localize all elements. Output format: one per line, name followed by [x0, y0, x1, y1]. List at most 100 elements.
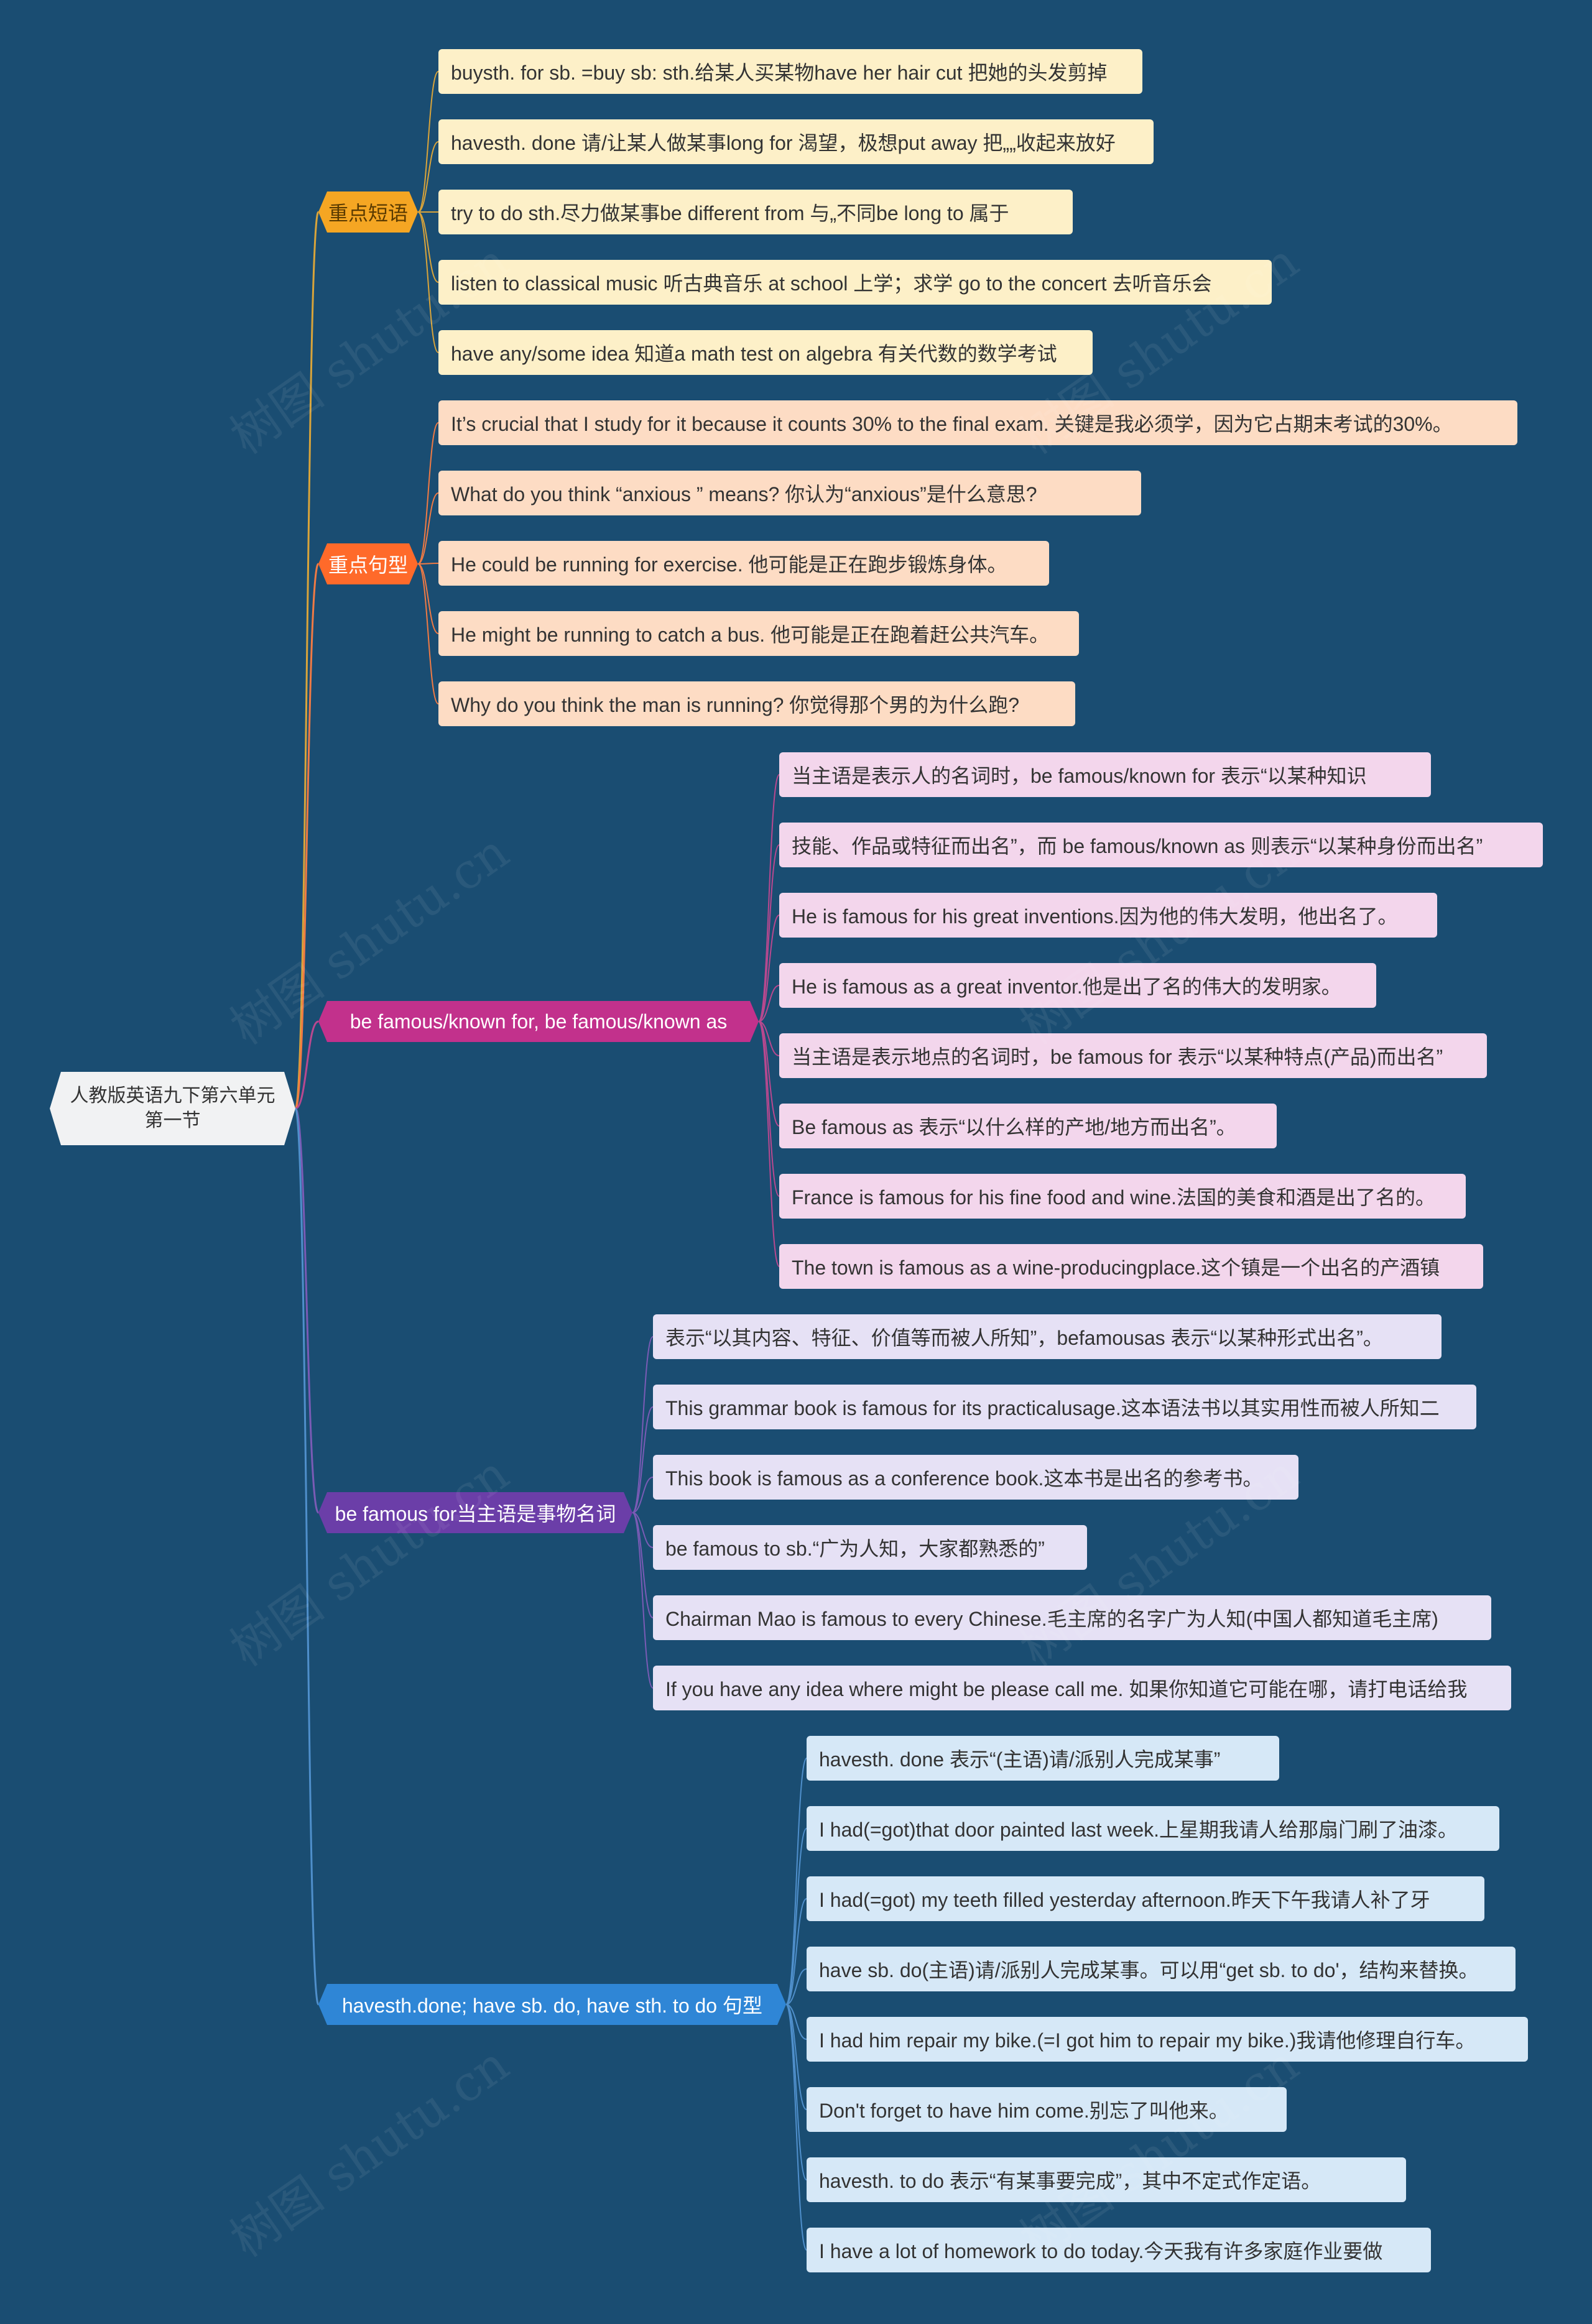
branch-label: be famous/known for, be famous/known as	[349, 1010, 728, 1033]
list-item[interactable]: have any/some idea 知道a math test on alge…	[438, 330, 1093, 375]
item-text: I had him repair my bike.(=I got him to …	[819, 2029, 1476, 2052]
item-text: I have a lot of homework to do today.今天我…	[819, 2240, 1383, 2262]
item-text: have sb. do(主语)请/派别人完成某事。可以用“get sb. to …	[819, 1959, 1479, 1981]
branch-famous-known[interactable]: be famous/known for, be famous/known as	[318, 1001, 759, 1042]
item-text: try to do sth.尽力做某事be different from 与„不…	[451, 202, 1009, 224]
branch-have-sth-done[interactable]: havesth.done; have sb. do, have sth. to …	[318, 1984, 786, 2025]
list-item[interactable]: try to do sth.尽力做某事be different from 与„不…	[438, 190, 1073, 234]
list-item[interactable]: He is famous for his great inventions.因为…	[779, 893, 1437, 938]
list-item[interactable]: Chairman Mao is famous to every Chinese.…	[653, 1595, 1491, 1640]
list-item[interactable]: 表示“以其内容、特征、价值等而被人所知”，befamousas 表示“以某种形式…	[653, 1314, 1442, 1359]
item-text: What do you think “anxious ” means? 你认为“…	[451, 483, 1037, 505]
list-item[interactable]: I have a lot of homework to do today.今天我…	[807, 2228, 1431, 2272]
leaf-connector	[632, 1477, 654, 1513]
branch-label: be famous for当主语是事物名词	[335, 1503, 616, 1525]
leaf-connector	[417, 141, 439, 213]
item-text: He might be running to catch a bus. 他可能是…	[451, 624, 1050, 646]
leaf-connector	[417, 563, 439, 704]
leaf-connector	[758, 1021, 780, 1127]
branch-connector	[295, 1020, 319, 1110]
list-item[interactable]: I had him repair my bike.(=I got him to …	[807, 2017, 1528, 2062]
list-item[interactable]: havesth. done 表示“(主语)请/派别人完成某事”	[807, 1736, 1279, 1781]
list-item[interactable]: He might be running to catch a bus. 他可能是…	[438, 611, 1079, 656]
root-node[interactable]: 人教版英语九下第六单元第一节	[50, 1072, 295, 1145]
leaf-connector	[758, 1021, 780, 1267]
item-text: Why do you think the man is running? 你觉得…	[451, 694, 1020, 716]
leaf-connector	[632, 1512, 654, 1689]
list-item[interactable]: 当主语是表示地点的名词时，be famous for 表示“以某种特点(产品)而…	[779, 1033, 1487, 1078]
list-item[interactable]: have sb. do(主语)请/派别人完成某事。可以用“get sb. to …	[807, 1947, 1516, 1991]
list-item[interactable]: I had(=got)that door painted last week.上…	[807, 1806, 1499, 1851]
list-item[interactable]: be famous to sb.“广为人知，大家都熟悉的”	[653, 1525, 1087, 1570]
list-item[interactable]: The town is famous as a wine-producingpl…	[779, 1244, 1483, 1289]
leaf-connector	[758, 844, 780, 1022]
list-item[interactable]: This book is famous as a conference book…	[653, 1455, 1298, 1500]
list-item[interactable]: 当主语是表示人的名词时，be famous/known for 表示“以某种知识	[779, 752, 1431, 797]
leaf-connector	[758, 1021, 780, 1056]
leaf-connector	[785, 1898, 807, 2005]
item-text: listen to classical music 听古典音乐 at schoo…	[451, 272, 1212, 295]
branch-key-sentences[interactable]: 重点句型	[318, 543, 418, 584]
list-item[interactable]: If you have any idea where might be plea…	[653, 1666, 1511, 1710]
branch-connector	[294, 211, 320, 1110]
list-item[interactable]: Be famous as 表示“以什么样的产地/地方而出名”。	[779, 1104, 1277, 1148]
branch-label: havesth.done; have sb. do, have sth. to …	[342, 1994, 762, 2017]
list-item[interactable]: listen to classical music 听古典音乐 at schoo…	[438, 260, 1272, 305]
item-text: Chairman Mao is famous to every Chinese.…	[665, 1608, 1438, 1630]
list-item[interactable]: This grammar book is famous for its prac…	[653, 1385, 1476, 1429]
list-item[interactable]: What do you think “anxious ” means? 你认为“…	[438, 471, 1141, 515]
list-item[interactable]: havesth. to do 表示“有某事要完成”，其中不定式作定语。	[807, 2157, 1406, 2202]
list-item[interactable]: 技能、作品或特征而出名”，而 be famous/known as 则表示“以某…	[779, 823, 1543, 867]
list-item[interactable]: I had(=got) my teeth filled yesterday af…	[807, 1876, 1484, 1921]
branch-label: 重点短语	[328, 202, 409, 224]
item-text: Don't forget to have him come.别忘了叫他来。	[819, 2100, 1229, 2122]
item-text: It’s crucial that I study for it because…	[451, 413, 1453, 435]
leaf-connector	[758, 1021, 780, 1197]
item-text: havesth. done 表示“(主语)请/派别人完成某事”	[819, 1748, 1221, 1771]
item-text: If you have any idea where might be plea…	[665, 1678, 1468, 1700]
branch-label: 重点句型	[328, 554, 409, 576]
list-item[interactable]: France is famous for his fine food and w…	[779, 1174, 1466, 1219]
item-text: The town is famous as a wine-producingpl…	[792, 1257, 1440, 1279]
list-item[interactable]: He could be running for exercise. 他可能是正在…	[438, 541, 1049, 586]
list-item[interactable]: buysth. for sb. =buy sb: sth.给某人买某物have …	[438, 49, 1142, 94]
list-item[interactable]: It’s crucial that I study for it because…	[438, 400, 1517, 445]
item-text: I had(=got) my teeth filled yesterday af…	[819, 1889, 1430, 1911]
item-text: France is famous for his fine food and w…	[792, 1186, 1435, 1209]
leaf-connector	[785, 2004, 807, 2251]
item-text: He is famous for his great inventions.因为…	[792, 905, 1398, 928]
leaf-connector	[417, 211, 439, 283]
leaf-connector	[417, 492, 439, 565]
item-text: 当主语是表示地点的名词时，be famous for 表示“以某种特点(产品)而…	[792, 1046, 1443, 1068]
branch-connector	[294, 563, 320, 1110]
leaf-connector	[758, 985, 780, 1022]
item-text: 当主语是表示人的名词时，be famous/known for 表示“以某种知识	[792, 765, 1367, 787]
leaf-connector	[417, 563, 439, 634]
branch-key-phrases[interactable]: 重点短语	[318, 191, 418, 233]
leaf-connector	[758, 774, 780, 1022]
list-item[interactable]: Don't forget to have him come.别忘了叫他来。	[807, 2087, 1287, 2132]
item-text: Be famous as 表示“以什么样的产地/地方而出名”。	[792, 1116, 1236, 1138]
item-text: buysth. for sb. =buy sb: sth.给某人买某物have …	[451, 62, 1108, 84]
leaf-connector	[785, 1968, 807, 2005]
list-item[interactable]: He is famous as a great inventor.他是出了名的伟…	[779, 963, 1376, 1008]
leaf-connector	[632, 1336, 654, 1513]
item-text: I had(=got)that door painted last week.上…	[819, 1819, 1458, 1841]
list-item[interactable]: Why do you think the man is running? 你觉得…	[438, 681, 1075, 726]
leaf-connector	[785, 1758, 807, 2005]
leaf-connector	[785, 2004, 807, 2040]
leaf-connector	[417, 422, 439, 565]
leaf-connector	[632, 1406, 654, 1513]
item-text: This grammar book is famous for its prac…	[665, 1397, 1440, 1419]
leaf-connector	[758, 915, 780, 1022]
item-text: be famous to sb.“广为人知，大家都熟悉的”	[665, 1538, 1045, 1560]
item-text: He could be running for exercise. 他可能是正在…	[451, 553, 1007, 576]
list-item[interactable]: havesth. done 请/让某人做某事long for 渴望，极想put …	[438, 119, 1154, 164]
item-text: He is famous as a great inventor.他是出了名的伟…	[792, 975, 1341, 998]
branch-famous-things[interactable]: be famous for当主语是事物名词	[318, 1492, 632, 1533]
leaf-connector	[632, 1512, 654, 1548]
item-text: 技能、作品或特征而出名”，而 be famous/known as 则表示“以某…	[792, 835, 1483, 857]
root-label: 人教版英语九下第六单元第一节	[70, 1086, 275, 1131]
